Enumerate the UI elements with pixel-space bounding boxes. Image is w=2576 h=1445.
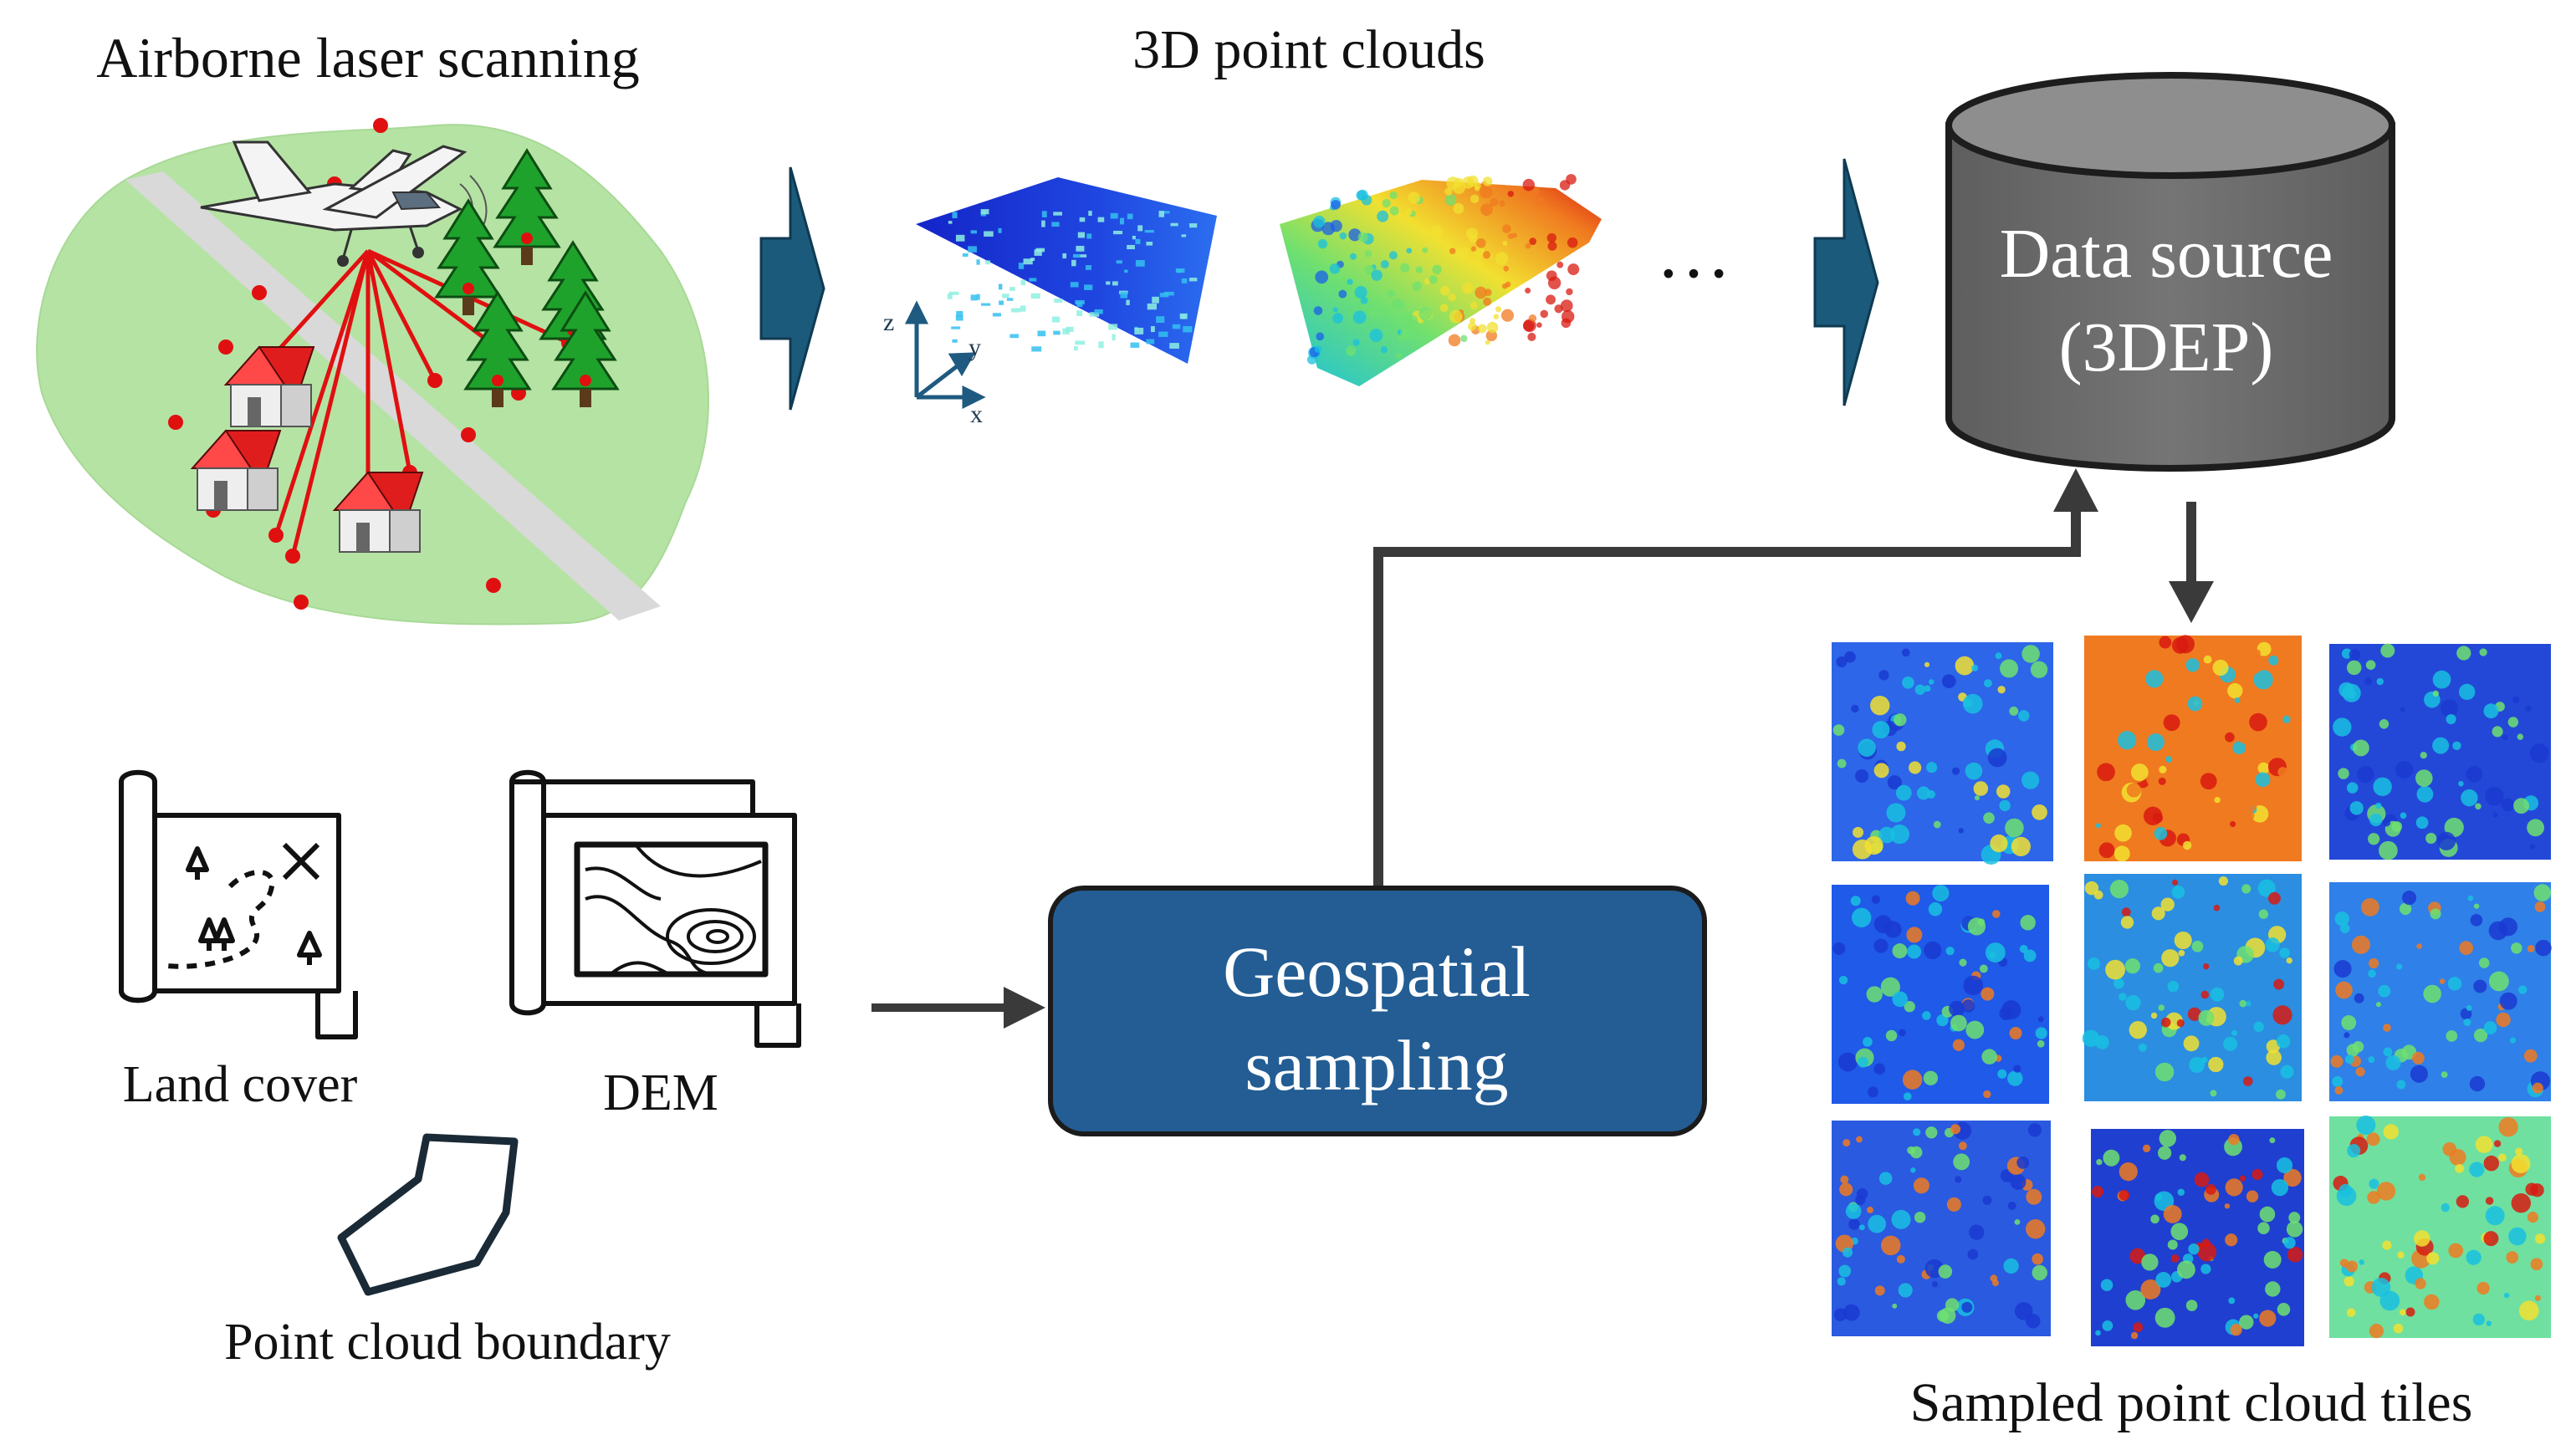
house-icon [332, 471, 424, 553]
tree-icon [434, 198, 503, 315]
tiles-title: Sampled point cloud tiles [1909, 1372, 2473, 1433]
point-cloud-tile [2329, 882, 2552, 1101]
point-cloud-terrain [1280, 174, 1602, 386]
point-clouds-title: 3D point clouds [1132, 19, 1485, 80]
point-cloud-tile [1832, 885, 2049, 1104]
tree-icon [493, 148, 561, 265]
point-cloud-tile [2082, 874, 2302, 1101]
point-cloud-tile [1832, 642, 2053, 865]
tree-icon [463, 290, 532, 407]
point-cloud-tile [2084, 635, 2302, 862]
airplane-icon [200, 140, 488, 267]
sampled-tiles-grid [1832, 635, 2552, 1346]
point-cloud-tile [1832, 1121, 2051, 1336]
geospatial-sampling-label: Geospatial sampling [1223, 932, 1531, 1105]
als-title: Airborne laser scanning [96, 26, 640, 89]
axis-x-label: x [970, 401, 983, 428]
road [125, 171, 661, 620]
contour-map-icon [509, 769, 801, 1048]
land-cover-label: Land cover [122, 1056, 358, 1113]
data-source-label: Data source (3DEP) [1999, 215, 2333, 386]
geospatial-sampling-box [1048, 886, 1707, 1136]
flow-arrow-2 [1813, 158, 1879, 406]
database-cylinder-icon [1945, 72, 2395, 472]
xyz-axes-icon [904, 300, 986, 410]
als-illustration [36, 118, 710, 625]
axis-z-label: z [883, 309, 894, 336]
ellipsis: … [1656, 211, 1731, 294]
polygon-boundary-icon [337, 1133, 519, 1296]
point-cloud-tile [2329, 643, 2551, 860]
tree-group [434, 148, 620, 407]
point-cloud-tile [2091, 1129, 2304, 1346]
point-cloud-tile [2329, 1115, 2551, 1339]
connector-lines [871, 468, 2214, 1029]
house-group [190, 345, 424, 553]
tree-icon [551, 290, 620, 407]
point-cloud-urban [916, 177, 1217, 364]
map-scroll-icon [119, 769, 358, 1039]
axis-y-label: y [969, 334, 981, 361]
house-icon [223, 345, 315, 427]
flow-arrow-1 [759, 166, 825, 411]
boundary-label: Point cloud boundary [224, 1314, 671, 1371]
house-icon [190, 429, 282, 511]
dem-label: DEM [603, 1065, 718, 1121]
